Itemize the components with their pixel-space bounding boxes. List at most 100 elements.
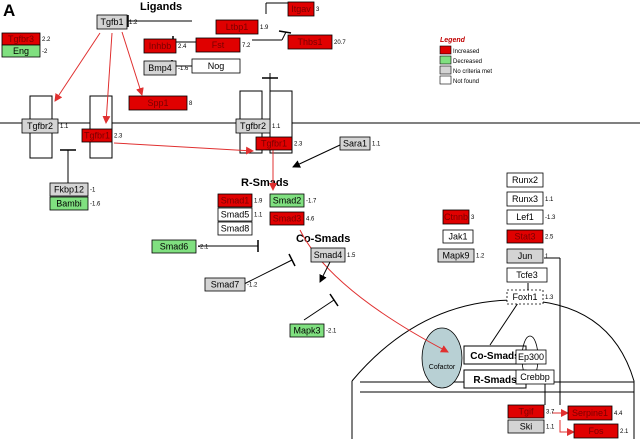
complex-r-smads-label: R-Smads (473, 375, 517, 386)
gene-label-nog: Nog (208, 61, 225, 71)
receptor-bar-left-2 (89, 95, 113, 159)
gene-label-ep300: Ep300 (518, 352, 544, 362)
edge-smad7-bar (288, 253, 296, 267)
gene-label-bmp4: Bmp4 (148, 63, 172, 73)
gene-box-ltbp1 (215, 19, 259, 35)
gene-box-smad2 (269, 193, 305, 208)
co-smads-title: Co-Smads (296, 233, 350, 245)
gene-box-thbs1 (287, 34, 333, 50)
gene-value-serpine1: 4.4 (614, 411, 623, 417)
gene-value-smad2: -1.7 (306, 199, 317, 205)
gene-value-bmp4: -1.6 (178, 66, 189, 72)
cofactor-label: Cofactor (429, 364, 456, 371)
gene-label-smad5: Smad5 (221, 210, 250, 220)
gene-box-sara1 (339, 136, 371, 151)
edge-tgfb1-spp1 (121, 31, 144, 96)
gene-value-itgav: 3 (316, 7, 320, 13)
gene-label-fkbp12: Fkbp12 (54, 185, 84, 195)
gene-value-jun: 1 (545, 254, 549, 260)
gene-value-bambi: -1.6 (90, 202, 101, 208)
gene-value-fos: 2.1 (620, 429, 629, 435)
edge-smad3-cofactor (299, 229, 449, 353)
gene-box-inhbb (143, 38, 177, 54)
gene-box-tgfbr2 (235, 118, 271, 134)
gene-label-jun: Jun (518, 251, 533, 261)
edge-tgfbr1-tgfbr1 (113, 142, 254, 155)
gene-box-foxh1 (506, 289, 544, 305)
edge-sara1-smads (292, 144, 341, 168)
gene-label-bambi: Bambi (56, 199, 82, 209)
gene-value-tgfb1: 1.2 (129, 20, 138, 26)
legend-label: Increased (453, 49, 479, 55)
gene-value-ltbp1: 1.9 (260, 25, 269, 31)
gene-box-stat3 (506, 229, 544, 244)
gene-value-eng: -2 (42, 49, 48, 55)
gene-label-thbs1: Thbs1 (297, 37, 322, 47)
gene-label-smad8: Smad8 (221, 224, 250, 234)
gene-box-tgfbr2 (21, 118, 59, 134)
gene-box-mapk9 (437, 248, 475, 263)
edge-smad7-inhib (243, 259, 293, 285)
gene-label-smad3: Smad3 (273, 214, 302, 224)
gene-value-ski: 1.1 (546, 425, 555, 431)
gene-label-tgfbr3: Tgfbr3 (8, 34, 34, 44)
gene-box-tgif (507, 404, 545, 419)
gene-value-smad7: -1.2 (247, 283, 258, 289)
gene-box-crebbp (515, 369, 555, 385)
gene-label-eng: Eng (13, 46, 29, 56)
gene-value-smad6: -2.1 (198, 245, 209, 251)
gene-label-sara1: Sara1 (343, 139, 367, 149)
gene-box-smad7 (204, 277, 246, 292)
gene-value-mapk9: 1.2 (476, 254, 485, 260)
gene-value-tgfbr2: 1.1 (60, 124, 69, 130)
gene-label-smad4: Smad4 (314, 250, 343, 260)
edge-tgif-fos (559, 420, 575, 436)
gene-label-runx3: Runx3 (512, 194, 538, 204)
edge-mapk3-inhib (303, 299, 335, 321)
gene-box-fos (573, 423, 619, 439)
gene-label-tgfbr1: Tgfbr1 (84, 131, 110, 141)
gene-label-tcfe3: Tcfe3 (516, 270, 538, 280)
gene-label-ltbp1: Ltbp1 (226, 22, 249, 32)
edge-mapk3-bar (329, 293, 339, 307)
gene-box-tgfb1 (96, 14, 128, 30)
gene-box-smad5 (217, 207, 253, 222)
gene-box-bambi (49, 196, 89, 211)
legend-swatch (439, 45, 452, 55)
gene-value-ctnnb: 3 (471, 215, 475, 221)
gene-box-ep300 (515, 349, 547, 365)
edge-thbs1-ltbp1 (281, 31, 287, 41)
gene-box-eng (1, 44, 41, 58)
gene-box-fkbp12 (49, 182, 89, 197)
legend-swatch (439, 65, 452, 75)
edge-smad4-arrow (319, 261, 331, 283)
edge-tgfb1-tgfbr2 (54, 32, 101, 102)
gene-box-tcfe3 (506, 267, 548, 283)
gene-label-tgfb1: Tgfb1 (100, 17, 123, 27)
legend-label: Decreased (453, 59, 482, 65)
gene-label-tgfbr2: Tgfbr2 (240, 121, 266, 131)
gene-label-mapk9: Mapk9 (442, 251, 469, 261)
interaction-edges (54, 2, 575, 436)
gene-box-runx2 (506, 172, 544, 188)
gene-value-fkbp12: -1 (90, 188, 96, 194)
legend-swatch (439, 55, 452, 65)
legend-swatch (439, 75, 452, 85)
gene-box-smad1 (217, 193, 253, 208)
gene-label-inhbb: Inhbb (149, 41, 172, 51)
gene-box-runx3 (506, 191, 544, 207)
legend-label: Not found (453, 79, 479, 85)
gene-box-jun (506, 248, 544, 264)
gene-label-fos: Fos (588, 426, 604, 436)
gene-label-smad1: Smad1 (221, 196, 250, 206)
gene-value-smad3: 4.6 (306, 217, 315, 223)
gene-label-jak1: Jak1 (448, 232, 467, 242)
gene-value-inhbb: 2.4 (178, 44, 187, 50)
gene-value-runx3: 1.1 (545, 197, 554, 203)
gene-value-tgfbr1: 2.3 (294, 142, 303, 148)
gene-box-ctnnb (442, 209, 470, 225)
gene-value-thbs1: 20.7 (334, 40, 346, 46)
gene-box-fst (195, 37, 241, 53)
gene-value-smad1: 1.9 (254, 199, 263, 205)
gene-box-itgav (287, 1, 315, 17)
